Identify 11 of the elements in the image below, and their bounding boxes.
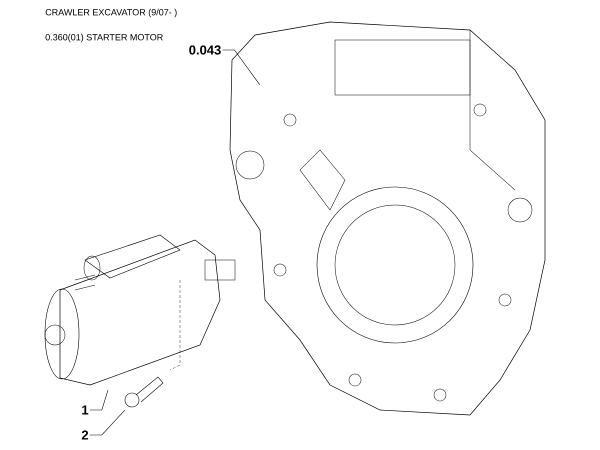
leader-line	[90, 390, 108, 410]
bolt-drawing	[124, 376, 164, 408]
callout-number: 1	[82, 406, 88, 414]
section-label: 0.360(01) STARTER MOTOR	[46, 34, 163, 42]
flywheel-housing-drawing	[230, 22, 546, 416]
starter-motor-drawing	[44, 234, 236, 386]
leader-line	[222, 50, 260, 86]
callout-number: 0.043	[189, 45, 221, 55]
callout-number: 2	[82, 430, 88, 440]
leader-line	[90, 410, 126, 436]
title: CRAWLER EXCAVATOR (9/07- )	[46, 8, 177, 18]
